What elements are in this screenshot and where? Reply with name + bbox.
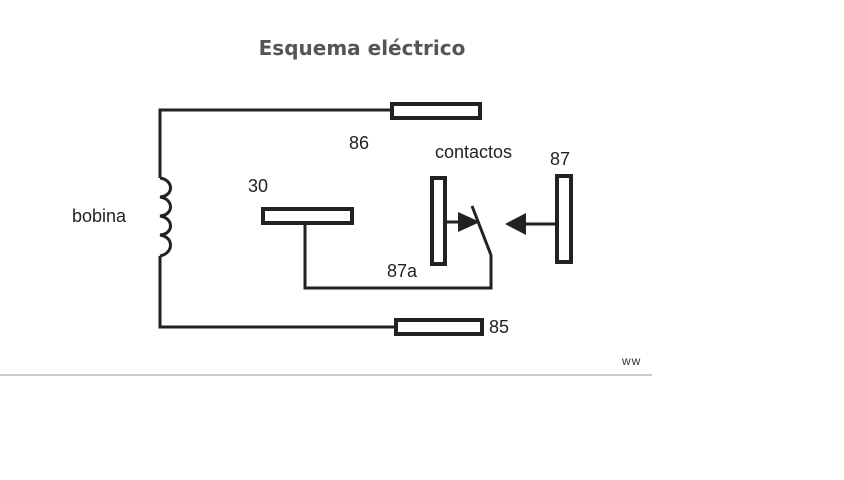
terminal-86 <box>390 102 482 120</box>
label-contacts: contactos <box>435 142 512 162</box>
diagram-title: Esquema eléctrico <box>259 36 466 60</box>
label-terminal-87a: 87a <box>387 261 418 281</box>
switch-arm <box>470 205 493 256</box>
watermark-text: ww <box>621 354 641 368</box>
coil <box>159 176 172 258</box>
label-terminal-30: 30 <box>248 176 268 196</box>
label-coil: bobina <box>72 206 127 226</box>
terminal-87 <box>555 174 573 264</box>
label-terminal-86: 86 <box>349 133 369 153</box>
wire-coil-to-85 <box>158 256 396 329</box>
contact-arrow-87-head <box>505 213 526 235</box>
terminal-85 <box>394 318 484 336</box>
wire-86-to-coil <box>158 108 392 178</box>
terminal-30 <box>261 207 354 225</box>
terminal-87a <box>430 176 447 266</box>
label-terminal-87: 87 <box>550 149 570 169</box>
wire-30-to-switch <box>303 223 493 290</box>
contact-arrow-87a-head <box>458 212 480 232</box>
label-terminal-85: 85 <box>489 317 509 337</box>
